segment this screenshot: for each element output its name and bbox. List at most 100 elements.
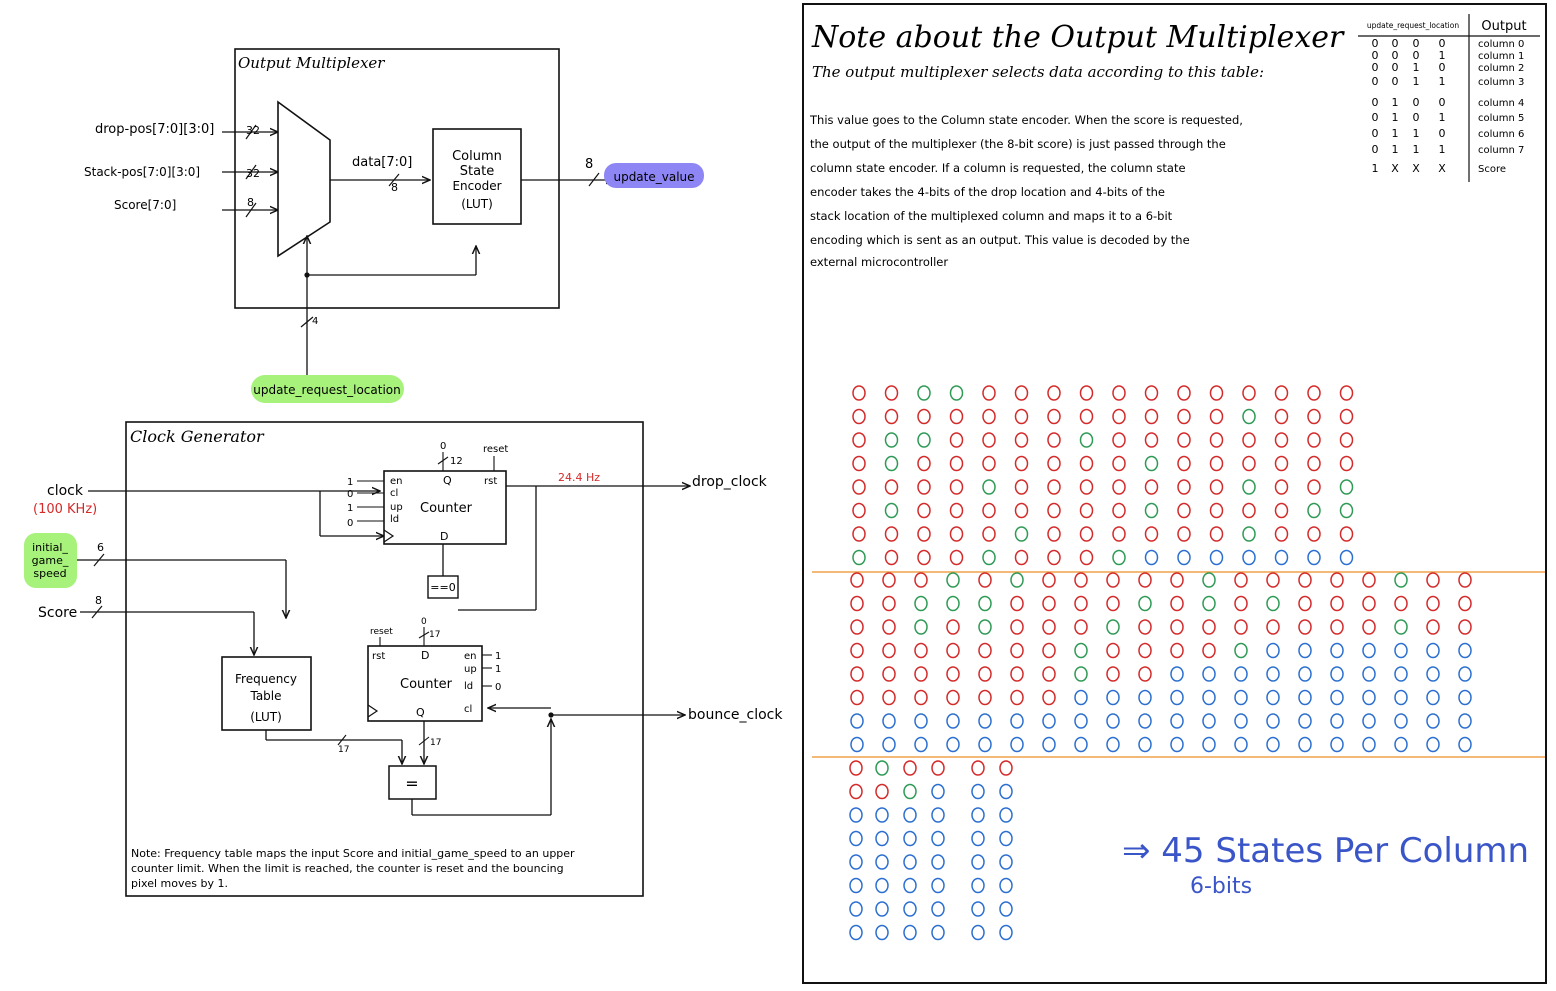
state-circle — [875, 854, 889, 870]
counter-1-top-width: 12 — [450, 456, 463, 467]
state-circle — [1112, 385, 1126, 401]
state-circle — [978, 572, 992, 588]
counter-1-pin-value: 1 — [347, 503, 353, 514]
state-circle — [914, 736, 928, 753]
state-circle — [1274, 502, 1289, 519]
state-circle — [1266, 713, 1280, 729]
state-circle — [971, 760, 985, 776]
state-circle — [1458, 595, 1472, 612]
state-circle — [1234, 666, 1248, 682]
state-circle — [949, 385, 964, 401]
state-circle — [917, 408, 931, 425]
state-circle — [1112, 432, 1126, 448]
state-circle — [849, 901, 863, 917]
state-circle — [1362, 666, 1376, 682]
counter-2-pin-value: 1 — [495, 664, 501, 675]
state-circle — [1106, 642, 1120, 659]
state-circle — [875, 760, 889, 776]
counter-1-rst: rst — [484, 476, 497, 487]
state-circle — [1394, 619, 1408, 635]
clock-note-line: pixel moves by 1. — [131, 877, 228, 890]
state-circle — [1209, 549, 1224, 566]
drop-clock-frequency: 24.4 Hz — [558, 471, 600, 484]
equals-box — [388, 765, 437, 800]
state-circle — [1144, 455, 1159, 472]
state-circle — [914, 666, 928, 682]
state-circle — [884, 408, 899, 425]
state-circle — [1426, 689, 1440, 706]
state-circle — [875, 924, 889, 941]
state-circle — [1266, 666, 1280, 682]
state-circle — [1307, 502, 1321, 519]
input-width-stack-pos: 32 — [246, 167, 260, 180]
counter-1-pin: en — [390, 476, 403, 487]
table-header-location: update_request_location — [1367, 21, 1459, 30]
state-circle — [946, 642, 960, 659]
state-circle — [1042, 689, 1056, 706]
state-circle — [1170, 689, 1184, 706]
counter-1-top-value: 0 — [440, 441, 446, 452]
table-bit: 1 — [1372, 162, 1379, 175]
note-body-line: stack location of the multiplexed column… — [810, 209, 1173, 223]
state-circle — [917, 479, 931, 495]
state-circle — [875, 783, 889, 800]
note-body-line: external microcontroller — [810, 255, 948, 269]
state-circle — [917, 455, 931, 472]
state-circle — [1339, 408, 1354, 425]
state-circle — [850, 595, 864, 612]
state-circle — [1138, 595, 1152, 612]
input-label-drop-pos: drop-pos[7:0][3:0] — [95, 122, 214, 137]
input-label-stack-pos: Stack-pos[7:0][3:0] — [84, 165, 200, 179]
state-circle — [1330, 595, 1344, 612]
state-circle — [1362, 595, 1376, 612]
states-per-column-label: ⇒ 45 States Per Column — [1122, 831, 1529, 871]
state-circle — [852, 479, 866, 495]
state-circle — [1202, 736, 1216, 753]
state-circle — [1274, 408, 1289, 425]
state-circle — [849, 783, 863, 800]
state-circle — [914, 642, 928, 659]
counter-1-pin-value: 0 — [347, 489, 353, 500]
update-request-location-label: update_request_location — [253, 383, 401, 397]
note-body-line: column state encoder. If a column is req… — [810, 161, 1186, 175]
state-circle — [999, 924, 1013, 941]
state-circle — [1014, 385, 1029, 401]
state-circle — [1177, 432, 1191, 448]
state-circle — [1426, 666, 1440, 682]
state-circle — [1394, 666, 1408, 682]
state-circle — [884, 526, 899, 542]
table-output: column 4 — [1478, 98, 1524, 109]
state-circle — [1362, 619, 1376, 635]
state-circle — [852, 549, 866, 566]
table-bit: 1 — [1413, 61, 1420, 74]
table-bit: 0 — [1372, 61, 1379, 74]
state-circle — [946, 595, 960, 612]
state-circle — [1010, 689, 1024, 706]
state-circle — [982, 385, 996, 401]
state-circle — [1266, 736, 1280, 753]
state-circle — [884, 549, 899, 566]
state-circle — [1138, 666, 1152, 682]
note-body-line: encoder takes the 4-bits of the drop loc… — [810, 185, 1165, 199]
state-circle — [1362, 642, 1376, 659]
state-circle — [1458, 736, 1472, 753]
state-circle — [971, 830, 985, 847]
counter-1-label: Counter — [420, 501, 473, 516]
state-circle — [1042, 642, 1056, 659]
state-circle — [949, 455, 964, 472]
state-circle — [1426, 713, 1440, 729]
state-circle — [1047, 526, 1061, 542]
state-circle — [903, 901, 917, 917]
state-circle — [1234, 689, 1248, 706]
ft-line: Table — [249, 689, 281, 703]
equals-zero-box — [427, 575, 459, 599]
state-circle — [903, 877, 917, 894]
state-circle — [1394, 572, 1408, 588]
state-circle — [1014, 479, 1029, 495]
state-circle — [903, 807, 917, 823]
bus-slash — [337, 734, 347, 746]
state-circle — [849, 924, 863, 941]
state-circle — [1079, 408, 1094, 425]
state-circle — [978, 619, 992, 635]
state-circle — [850, 619, 864, 635]
